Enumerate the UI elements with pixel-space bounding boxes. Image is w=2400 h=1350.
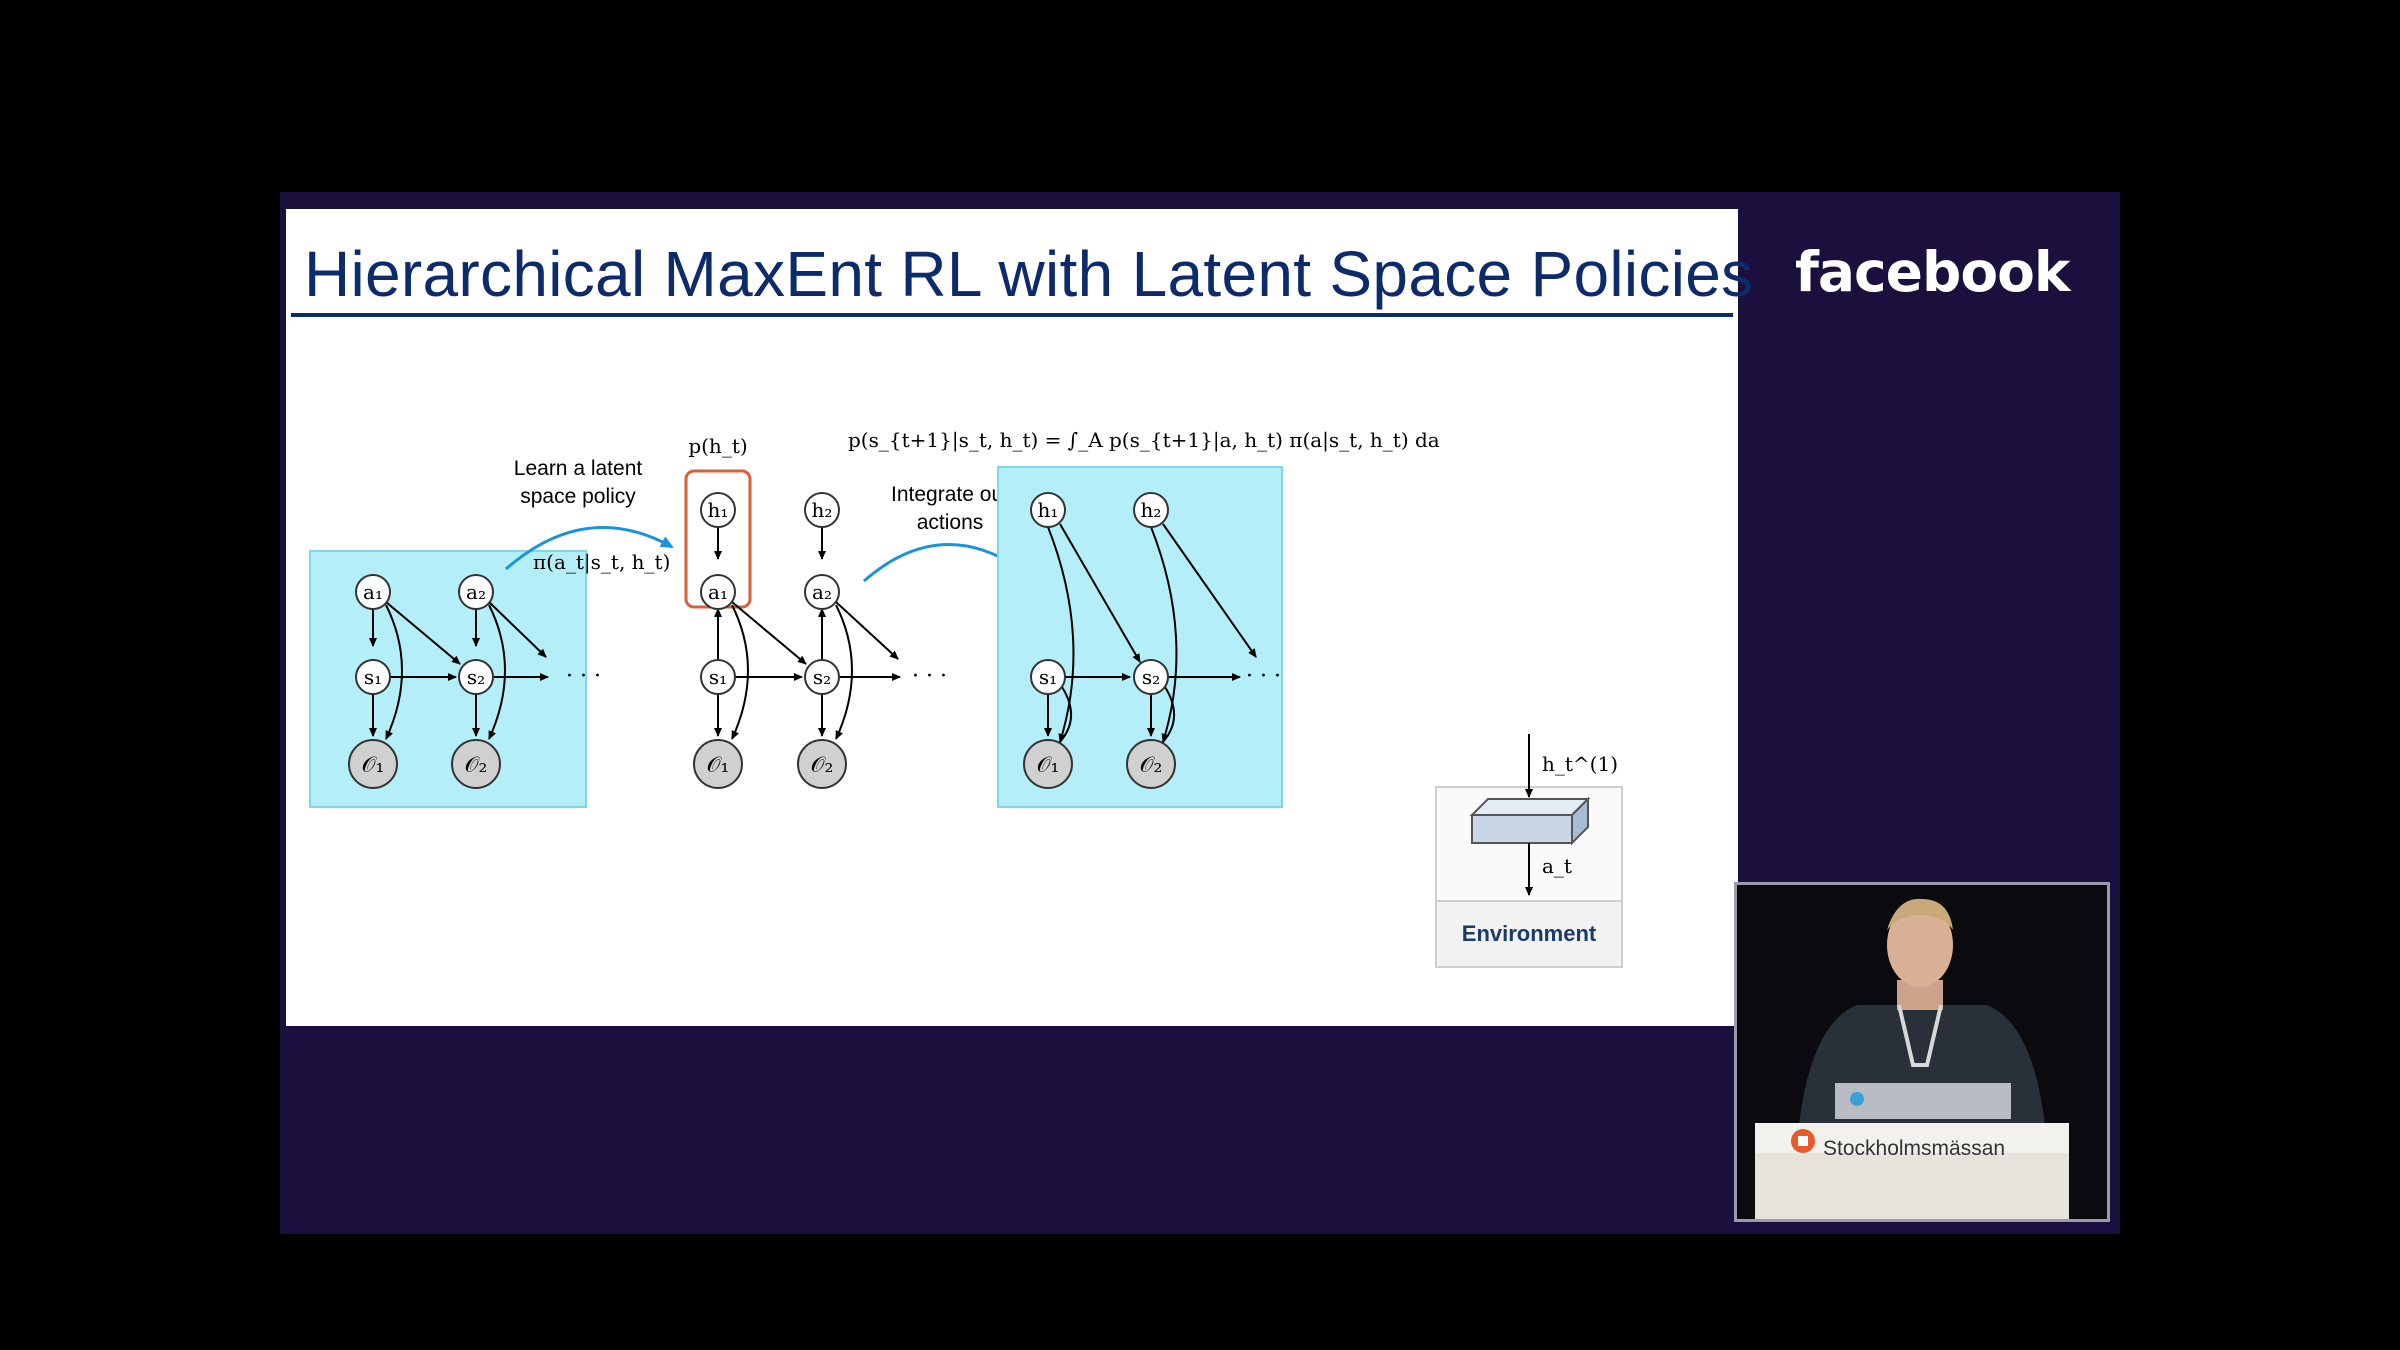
graph2-node-h1: h₁	[708, 498, 729, 522]
podium-text: Stockholmsmässan	[1823, 1137, 2006, 1160]
graph2-ellipsis: · · ·	[912, 664, 947, 689]
graph3-node-o1: 𝒪₁	[1037, 753, 1060, 778]
environment-label: Environment	[1462, 921, 1597, 946]
integrate-label-line1: Integrate out	[891, 483, 1009, 506]
graph1-node-s2: s₂	[467, 665, 485, 689]
graph1-node-s1: s₁	[364, 665, 382, 689]
prior-formula: p(h_t)	[688, 434, 747, 458]
graph3-model: h₁ h₂ s₁ s₂ 𝒪₁ 𝒪₂ · · ·	[997, 466, 1283, 808]
graph1-node-o2: 𝒪₂	[465, 753, 488, 778]
learn-label-line1: Learn a latent	[514, 457, 643, 480]
slide-title: Hierarchical MaxEnt RL with Latent Space…	[304, 238, 1754, 310]
graph3-node-h2: h₂	[1141, 498, 1162, 522]
learn-policy-arrow	[505, 526, 674, 571]
graphical-model-diagram: a₁ a₂ s₁ s₂ 𝒪₁ 𝒪₂ · · · Learn a latent s…	[309, 428, 1623, 968]
transition-formula: p(s_{t+1}|s_t, h_t) = ∫_A p(s_{t+1}|a, h…	[848, 428, 1440, 453]
speaker-camera-feed: Stockholmsmässan	[1734, 882, 2110, 1222]
graph1-model: a₁ a₂ s₁ s₂ 𝒪₁ 𝒪₂ · · ·	[309, 550, 601, 808]
integrate-label-line2: actions	[917, 511, 984, 534]
graph1-ellipsis: · · ·	[566, 664, 601, 689]
graph2-node-s2: s₂	[813, 665, 831, 689]
graph2-node-a2: a₂	[812, 580, 832, 604]
graph3-node-o2: 𝒪₂	[1140, 753, 1163, 778]
environment-diagram: h_t^(1) a_t Environment	[1435, 734, 1623, 968]
facebook-logo: facebook	[1795, 240, 2070, 304]
learn-label-line2: space policy	[520, 485, 636, 508]
policy-formula: π(a_t|s_t, h_t)	[533, 550, 670, 575]
graph1-node-a2: a₂	[466, 580, 486, 604]
graph1-node-a1: a₁	[363, 580, 383, 604]
graph3-ellipsis: · · ·	[1246, 664, 1281, 689]
graph3-node-s1: s₁	[1039, 665, 1057, 689]
title-underline	[291, 313, 1733, 317]
graph3-node-h1: h₁	[1038, 498, 1059, 522]
speaker-image	[1737, 885, 2107, 1219]
graph3-node-s2: s₂	[1142, 665, 1160, 689]
graph2-node-h2: h₂	[812, 498, 833, 522]
graph2-node-o1: 𝒪₁	[707, 753, 730, 778]
graph2-node-a1: a₁	[708, 580, 728, 604]
graph2-model: p(h_t) h₁ h₂ a₁	[684, 434, 947, 789]
graph2-node-o2: 𝒪₂	[811, 753, 834, 778]
presentation-slide: Hierarchical MaxEnt RL with Latent Space…	[286, 209, 1754, 1026]
graph1-node-o1: 𝒪₁	[362, 753, 385, 778]
graph2-node-s1: s₁	[709, 665, 727, 689]
env-input-label: h_t^(1)	[1542, 752, 1618, 776]
env-output-label: a_t	[1542, 854, 1572, 878]
